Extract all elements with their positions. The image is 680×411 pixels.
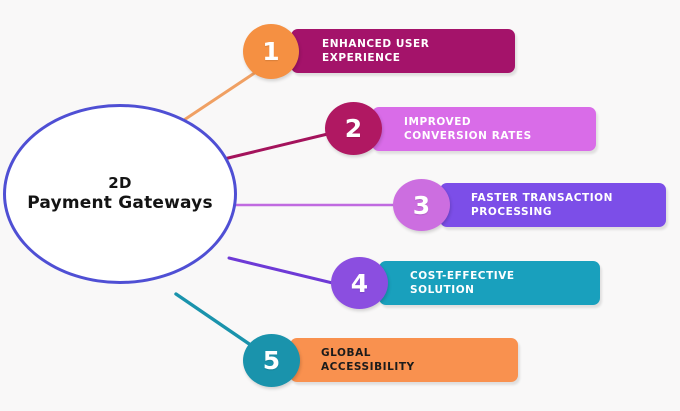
item-badge-1[interactable]: 1 bbox=[243, 24, 299, 79]
item-label-2: IMPROVED CONVERSION RATES bbox=[404, 115, 532, 142]
item-bar-2[interactable]: IMPROVED CONVERSION RATES bbox=[372, 107, 596, 151]
center-hub: 2D Payment Gateways bbox=[3, 104, 237, 284]
connector-line-5 bbox=[174, 292, 260, 352]
item-number-5: 5 bbox=[262, 346, 281, 375]
item-bar-1[interactable]: ENHANCED USER EXPERIENCE bbox=[291, 29, 515, 73]
item-label-1: ENHANCED USER EXPERIENCE bbox=[322, 37, 430, 64]
item-badge-2[interactable]: 2 bbox=[325, 102, 382, 155]
connector-line-2 bbox=[222, 130, 338, 161]
item-label-3: FASTER TRANSACTION PROCESSING bbox=[471, 191, 613, 218]
item-number-3: 3 bbox=[412, 190, 431, 220]
hub-title-line1: 2D bbox=[108, 174, 132, 192]
item-badge-5[interactable]: 5 bbox=[243, 334, 300, 387]
item-bar-5[interactable]: GLOBAL ACCESSIBILITY bbox=[290, 338, 518, 382]
item-number-1: 1 bbox=[262, 37, 280, 66]
connector-line-4 bbox=[227, 256, 347, 288]
item-label-4: COST-EFFECTIVE SOLUTION bbox=[410, 269, 515, 296]
item-number-4: 4 bbox=[350, 268, 369, 298]
item-badge-3[interactable]: 3 bbox=[393, 179, 450, 231]
hub-title-line2: Payment Gateways bbox=[27, 192, 213, 213]
item-bar-3[interactable]: FASTER TRANSACTION PROCESSING bbox=[440, 183, 666, 227]
item-number-2: 2 bbox=[344, 114, 363, 143]
item-label-5: GLOBAL ACCESSIBILITY bbox=[321, 346, 415, 373]
item-bar-4[interactable]: COST-EFFECTIVE SOLUTION bbox=[379, 261, 600, 305]
item-badge-4[interactable]: 4 bbox=[331, 257, 388, 309]
connector-line-1 bbox=[179, 66, 264, 124]
